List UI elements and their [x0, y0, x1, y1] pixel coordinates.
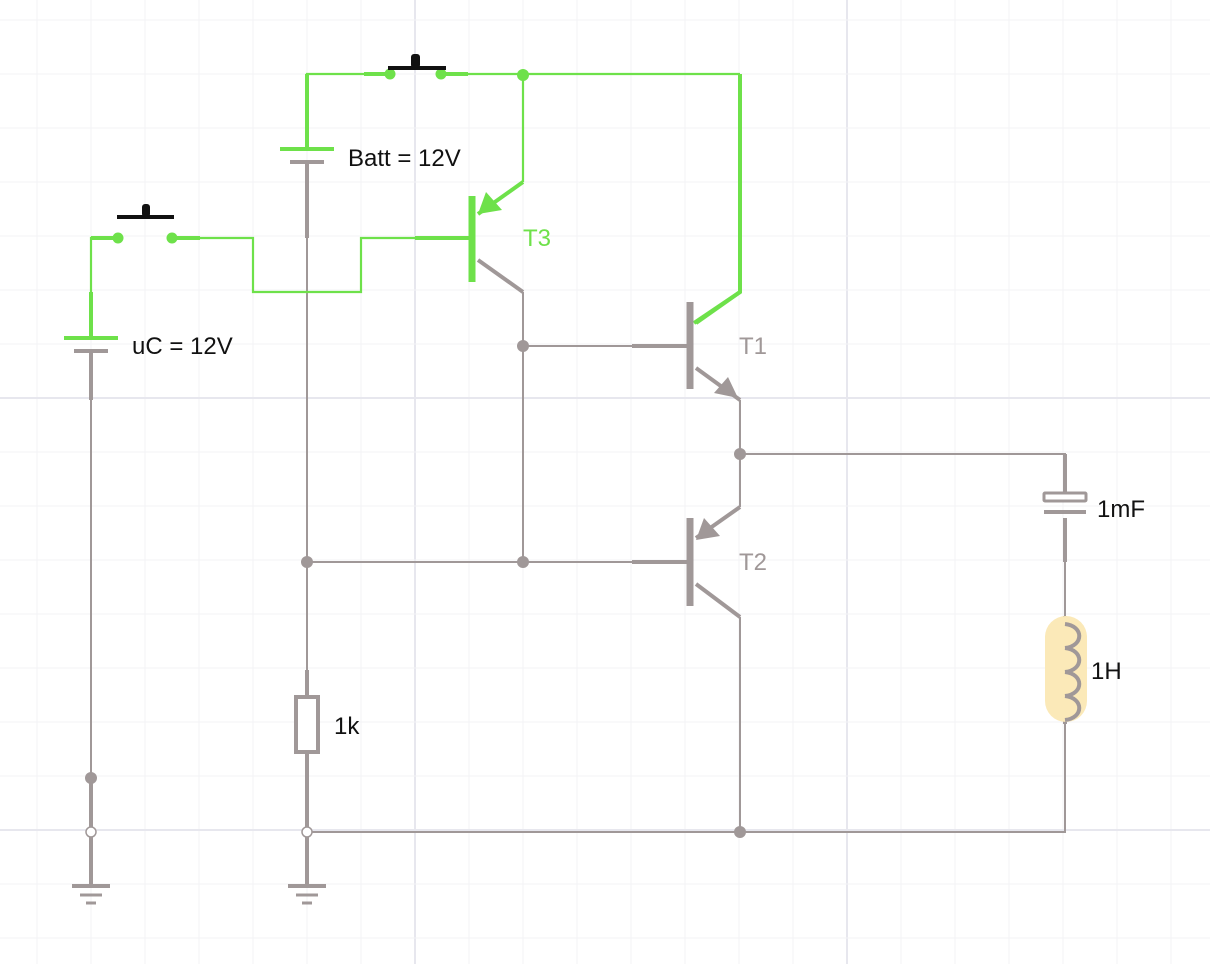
npn-transistor-icon [686, 290, 742, 402]
ground-left[interactable] [72, 884, 110, 905]
wire-batt-positive[interactable] [305, 72, 364, 148]
inductor-icon [1064, 622, 1082, 722]
active-wire-stubs [89, 72, 470, 337]
node-top[interactable] [517, 69, 529, 81]
inactive-wire-stubs [89, 162, 1067, 885]
inductor-1h[interactable]: 1H [1045, 616, 1122, 722]
wire-switch-to-t3[interactable] [200, 236, 415, 294]
wire-return[interactable] [307, 716, 1066, 833]
inductor-label: 1H [1091, 658, 1122, 685]
node-bottom[interactable] [734, 826, 746, 838]
t3-label: T3 [523, 225, 551, 252]
capacitor-1mf[interactable]: 1mF [1042, 491, 1145, 523]
t1-label: T1 [739, 333, 767, 360]
resistor-icon [294, 695, 320, 754]
node-open-left[interactable] [85, 826, 97, 838]
node-mid-left[interactable] [301, 556, 313, 568]
pnp-transistor-icon [468, 180, 525, 294]
ground-icon [72, 884, 110, 905]
resistor-label: 1k [334, 713, 360, 740]
capacitor-label: 1mF [1097, 496, 1145, 523]
pnp-transistor-icon [686, 505, 742, 619]
node-t1-base[interactable] [517, 340, 529, 352]
uc-battery[interactable]: uC = 12V [64, 333, 233, 360]
pushbutton-switch-icon [384, 54, 447, 80]
transistor-t3[interactable]: T3 [468, 180, 551, 294]
wire-uc-positive[interactable] [89, 236, 114, 337]
node-uc-ground[interactable] [85, 772, 97, 784]
transistor-t1[interactable]: T1 [686, 290, 767, 402]
wire-output[interactable] [740, 453, 1066, 492]
node-emitter[interactable] [734, 448, 746, 460]
battery-icon [64, 336, 118, 353]
resistor-1k[interactable]: 1k [294, 695, 360, 754]
capacitor-icon [1042, 491, 1088, 514]
battery-icon [280, 147, 334, 164]
ground-right[interactable] [288, 884, 326, 905]
batt-label: Batt = 12V [348, 145, 461, 172]
switch-batt[interactable] [384, 54, 447, 80]
junction-nodes [85, 69, 746, 838]
node-open-right[interactable] [301, 826, 313, 838]
wire-t1-collector[interactable] [692, 74, 742, 325]
uc-label: uC = 12V [132, 333, 233, 360]
transistor-t2[interactable]: T2 [686, 505, 767, 619]
t2-label: T2 [739, 549, 767, 576]
inactive-wires [90, 162, 1066, 885]
node-mid-right[interactable] [517, 556, 529, 568]
batt-battery[interactable]: Batt = 12V [280, 145, 461, 172]
switch-uc[interactable] [112, 204, 178, 244]
ground-icon [288, 884, 326, 905]
pushbutton-switch-icon [112, 204, 178, 244]
